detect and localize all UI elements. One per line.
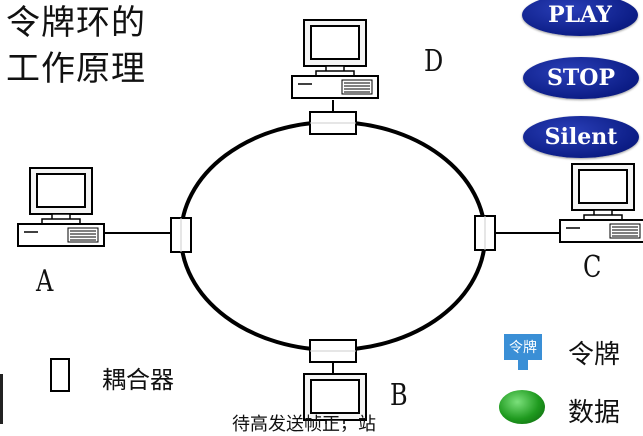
token-ring-diagram bbox=[17, 19, 643, 424]
coupler-right bbox=[474, 215, 496, 251]
coupler-top bbox=[309, 111, 357, 135]
silent-button[interactable]: Silent bbox=[523, 116, 639, 158]
ring bbox=[179, 120, 487, 352]
token-icon: 令牌 bbox=[504, 334, 542, 360]
coupler-left bbox=[170, 217, 192, 253]
node-label-d: D bbox=[424, 44, 444, 79]
caption-fragment: 待高发送帧正，站 bbox=[232, 414, 376, 435]
computer-c-icon bbox=[559, 163, 643, 243]
computer-a-icon bbox=[17, 167, 105, 247]
token-icon-stem bbox=[518, 360, 528, 370]
data-ball-icon bbox=[499, 390, 545, 424]
title-line-2: 工作原理 bbox=[6, 49, 146, 89]
left-edge-divider bbox=[0, 374, 3, 424]
coupler-bottom bbox=[309, 339, 357, 363]
node-label-a: A bbox=[36, 264, 54, 299]
computer-d-icon bbox=[291, 19, 379, 99]
stop-button[interactable]: STOP bbox=[523, 57, 639, 99]
node-label-b: B bbox=[390, 378, 408, 413]
node-label-c: C bbox=[583, 250, 602, 285]
title-line-1: 令牌环的 bbox=[6, 3, 146, 43]
data-legend-label: 数据 bbox=[568, 398, 621, 428]
coupler-legend-label: 耦合器 bbox=[102, 366, 174, 394]
coupler-legend-icon bbox=[50, 358, 70, 392]
play-button[interactable]: PLAY bbox=[522, 0, 638, 36]
token-legend-label: 令牌 bbox=[568, 340, 621, 370]
